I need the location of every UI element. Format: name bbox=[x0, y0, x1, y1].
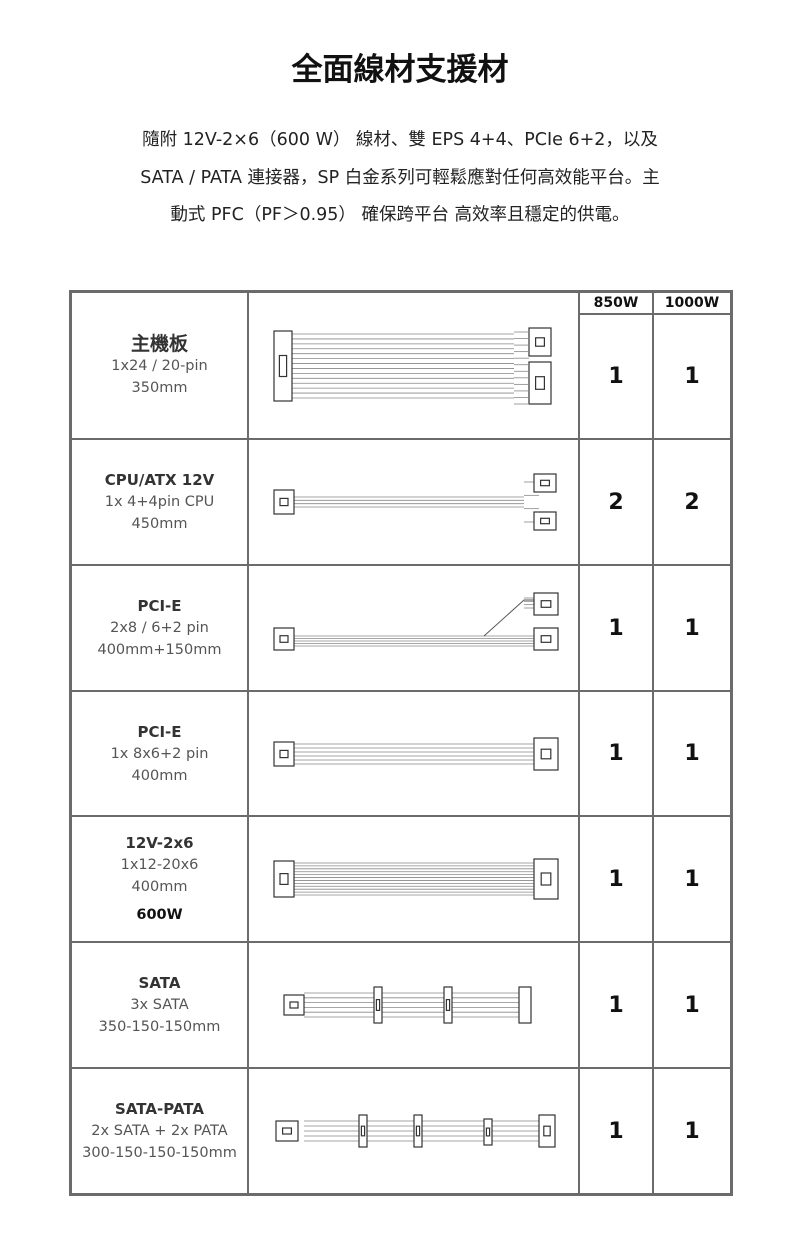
header-850w: 850W bbox=[578, 290, 654, 315]
qty-850w: 1 bbox=[578, 941, 654, 1069]
qty-850w: 1 bbox=[578, 313, 654, 440]
cable-spec: 400mm bbox=[131, 767, 188, 784]
cable-diagram bbox=[272, 473, 557, 531]
cable-spec: 300-150-150-150mm bbox=[82, 1145, 237, 1161]
qty-1000w: 1 bbox=[652, 690, 733, 817]
cable-image-cell bbox=[247, 438, 580, 566]
cable-spec: 350-150-150mm bbox=[98, 1019, 221, 1035]
cable-name-cell: CPU/ATX 12V 1x 4+4pin CPU 450mm bbox=[69, 438, 249, 566]
cable-spec: 2x8 / 6+2 pin bbox=[110, 620, 209, 636]
cable-name: PCI-E bbox=[137, 597, 182, 615]
cable-diagram bbox=[272, 736, 559, 771]
cable-spec: 1x 4+4pin CPU bbox=[104, 494, 215, 510]
cable-name: SATA-PATA bbox=[115, 1100, 204, 1118]
cable-name: SATA bbox=[138, 974, 181, 992]
cable-name: CPU/ATX 12V bbox=[104, 471, 215, 489]
cable-spec: 1x 8x6+2 pin bbox=[110, 745, 209, 762]
qty-850w: 2 bbox=[578, 438, 654, 566]
cable-image-cell bbox=[247, 941, 580, 1069]
description-line: SATA / PATA 連接器，SP 白金系列可輕鬆應對任何高效能平台。主 bbox=[140, 167, 660, 188]
cable-spec: 350mm bbox=[131, 379, 188, 396]
cable-diagram bbox=[274, 1114, 556, 1148]
table-row: SATA-PATA 2x SATA + 2x PATA 300-150-150-15… bbox=[69, 1067, 733, 1196]
qty-1000w: 1 bbox=[652, 313, 733, 440]
cable-spec: 450mm bbox=[131, 516, 188, 532]
cable-spec: 3x SATA bbox=[130, 997, 189, 1013]
header-1000w: 1000W bbox=[652, 290, 733, 315]
qty-1000w: 1 bbox=[652, 564, 733, 692]
cable-image-cell bbox=[247, 815, 580, 943]
cable-spec: 1x24 / 20-pin bbox=[111, 357, 208, 374]
cable-diagram bbox=[272, 592, 559, 651]
cable-name-cell: PCI-E 2x8 / 6+2 pin 400mm+150mm bbox=[69, 564, 249, 692]
cable-name-cell: PCI-E 1x 8x6+2 pin 400mm bbox=[69, 690, 249, 817]
cable-image-cell bbox=[247, 690, 580, 817]
qty-850w: 1 bbox=[578, 1067, 654, 1196]
description-line: 動式 PFC（PF＞0.95） 確保跨平台 高效率且穩定的供電。 bbox=[170, 205, 630, 225]
qty-1000w: 1 bbox=[652, 941, 733, 1069]
cable-wattage: 600W bbox=[136, 907, 183, 923]
qty-850w: 1 bbox=[578, 815, 654, 943]
cable-diagram bbox=[272, 326, 552, 405]
description-line: 隨附 12V-2×6（600 W） 線材、雙 EPS 4+4、PCIe 6+2，… bbox=[142, 130, 658, 150]
cable-name: 12V-2x6 bbox=[125, 834, 194, 852]
cable-spec: 1x12-20x6 bbox=[120, 857, 199, 873]
page-title: 全面線材支援材 bbox=[291, 52, 509, 88]
cable-spec: 2x SATA + 2x PATA bbox=[91, 1123, 228, 1139]
cable-name-cell: 主機板 1x24 / 20-pin 350mm bbox=[69, 290, 249, 440]
description: 隨附 12V-2×6（600 W） 線材、雙 EPS 4+4、PCIe 6+2，… bbox=[0, 122, 800, 235]
cable-spec: 400mm bbox=[131, 879, 188, 895]
cable-name-cell: SATA 3x SATA 350-150-150mm bbox=[69, 941, 249, 1069]
cable-name-cell: 12V-2x6 1x12-20x6 400mm 600W bbox=[69, 815, 249, 943]
qty-850w: 1 bbox=[578, 690, 654, 817]
cable-image-cell bbox=[247, 290, 580, 440]
cable-name: 主機板 bbox=[130, 332, 188, 355]
cable-name-cell: SATA-PATA 2x SATA + 2x PATA 300-150-150-15… bbox=[69, 1067, 249, 1196]
qty-1000w: 1 bbox=[652, 815, 733, 943]
cable-name: PCI-E bbox=[137, 722, 182, 741]
qty-1000w: 2 bbox=[652, 438, 733, 566]
cable-diagram bbox=[272, 858, 559, 900]
cable-diagram bbox=[282, 986, 532, 1024]
qty-850w: 1 bbox=[578, 564, 654, 692]
cable-image-cell bbox=[247, 1067, 580, 1196]
cable-spec: 400mm+150mm bbox=[97, 642, 222, 658]
qty-1000w: 1 bbox=[652, 1067, 733, 1196]
cable-image-cell bbox=[247, 564, 580, 692]
